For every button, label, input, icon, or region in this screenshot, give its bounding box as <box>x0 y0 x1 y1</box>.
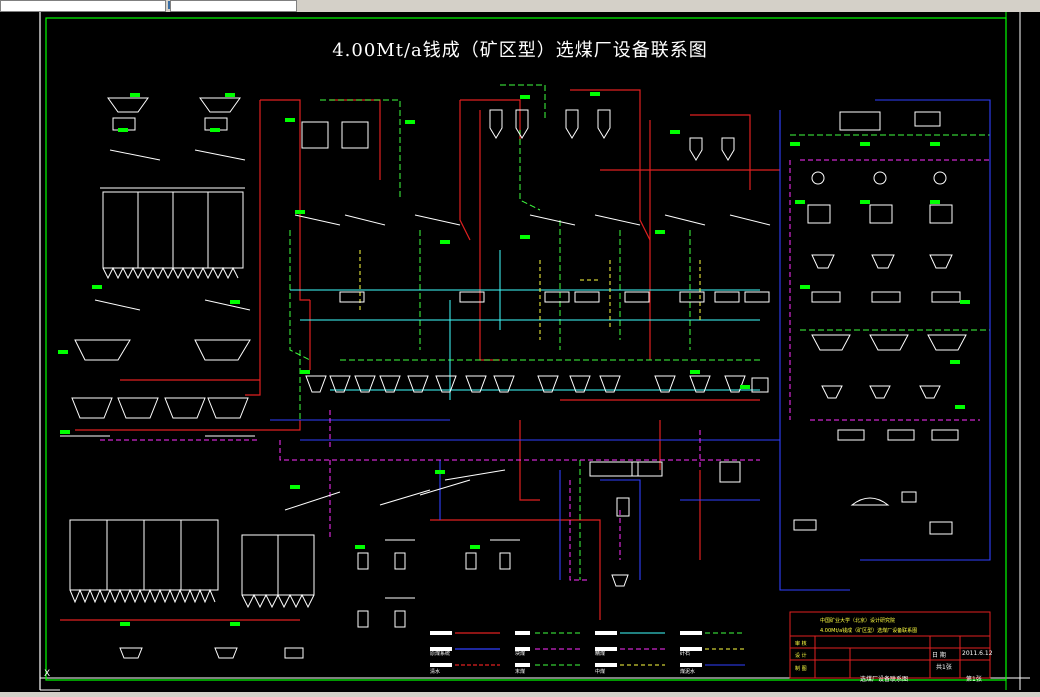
ucs-icon: X <box>39 664 60 691</box>
title-block-date: 2011.6.12 <box>962 650 993 657</box>
central-equipment <box>294 109 771 303</box>
legend-label-2: 块煤 <box>515 651 526 657</box>
title-block-text: 中国矿业大学（北京）设计研究院 4.00Mt/a钱成（矿区型）选煤厂设备联系图 … <box>795 617 917 672</box>
product-bins <box>69 519 315 659</box>
svg-text:X: X <box>44 669 50 679</box>
cyan-flow-lines <box>290 250 760 400</box>
legend-label-5: 中煤 <box>595 669 606 675</box>
command-field[interactable] <box>0 0 166 12</box>
svg-text:审 核: 审 核 <box>795 640 807 647</box>
legend-label-3: 末煤 <box>515 669 526 675</box>
title-block <box>789 611 991 679</box>
red-flow-lines <box>60 89 780 621</box>
svg-text:4.00Mt/a钱成（矿区型）选煤厂设备联系图: 4.00Mt/a钱成（矿区型）选煤厂设备联系图 <box>820 627 917 634</box>
legend-label-7: 煤泥水 <box>680 669 696 675</box>
drawing-frame <box>39 12 1030 690</box>
app-toolbar <box>0 0 1040 12</box>
equipment-tags <box>58 92 970 626</box>
green-flow-lines <box>289 84 990 580</box>
blue-flow-lines <box>270 99 991 591</box>
legend-label-8: 清水 <box>430 669 441 675</box>
raw-coal-hoppers <box>100 97 246 280</box>
svg-text:设 计: 设 计 <box>795 652 807 659</box>
layer-field[interactable] <box>170 0 297 12</box>
title-block-date-label: 日 期 <box>932 652 946 659</box>
drawing-canvas[interactable]: X <box>0 12 1040 692</box>
title-block-drawing-name: 选煤厂设备联系图 <box>860 676 909 683</box>
legend-label-4: 精煤 <box>595 651 606 657</box>
yellow-flow-lines <box>359 250 701 340</box>
right-section-equipment <box>793 111 967 535</box>
left-screens <box>60 299 255 437</box>
drawing-title: 4.00Mt/a钱成（矿区型）选煤厂设备联系图 <box>332 40 708 61</box>
legend <box>430 631 745 667</box>
lower-middle-equipment <box>284 461 741 628</box>
legend-label-6: 矸石 <box>680 651 691 657</box>
svg-text:中国矿业大学（北京）设计研究院: 中国矿业大学（北京）设计研究院 <box>820 617 895 624</box>
legend-label-1: 原煤系统 <box>430 651 451 657</box>
status-bar <box>0 692 1040 697</box>
title-block-sheet-no: 第1张 <box>966 676 982 683</box>
svg-text:制 图: 制 图 <box>795 665 807 672</box>
magenta-flow-lines <box>100 159 990 581</box>
sump-row <box>305 375 769 393</box>
title-block-sheet-count: 共1张 <box>936 664 952 671</box>
